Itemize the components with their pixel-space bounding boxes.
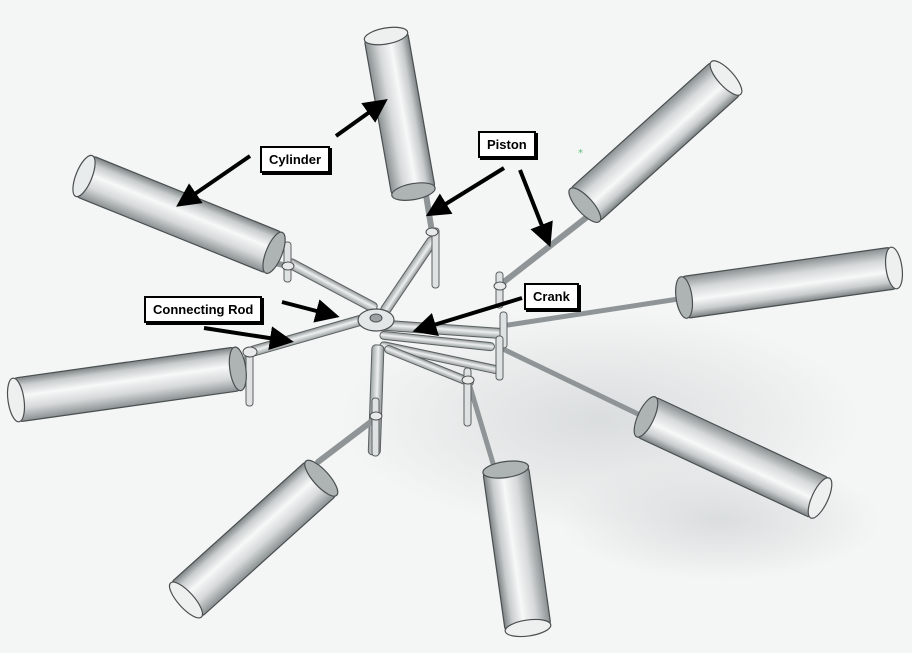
connecting-rod [380,236,438,315]
cylinder [482,460,552,638]
pin [371,397,380,457]
connecting-rod [384,344,474,387]
origin-marker: * [578,148,583,159]
crank-label: Crank [524,283,579,310]
crank-arrow [412,296,523,336]
pin-eyes [242,227,507,421]
cylinder-label: Cylinder [260,146,331,173]
cylinder [675,246,904,319]
piston-rod [497,207,599,288]
connecting-rod-label: Connecting Rod [144,296,263,323]
pin [431,227,440,289]
piston-rod [502,347,643,418]
connecting-rod [249,312,374,357]
connecting-rod [379,330,495,352]
cylinder-arrow [334,99,388,138]
floor-shadow [560,460,880,580]
pin [245,349,254,407]
cylinder [168,459,339,619]
connecting-rod-arrow [203,326,294,351]
cylinder [363,26,436,201]
piston-rod [505,295,688,328]
piston-label: Piston [478,131,536,158]
piston-rod [315,415,379,465]
piston-arrow [425,166,506,217]
crank-hub [357,308,395,332]
connecting-rod-arrow [281,299,340,323]
cylinder [633,396,833,519]
cylinder [6,346,247,423]
piston-rod [423,192,435,235]
cylinder-arrow [176,154,252,207]
cylinder [72,154,286,275]
pin [495,335,504,381]
callout-arrows [176,99,553,351]
cylinder [568,60,743,223]
piston-arrow [518,169,553,248]
cylinders [6,26,904,638]
piston-rod [465,377,498,473]
